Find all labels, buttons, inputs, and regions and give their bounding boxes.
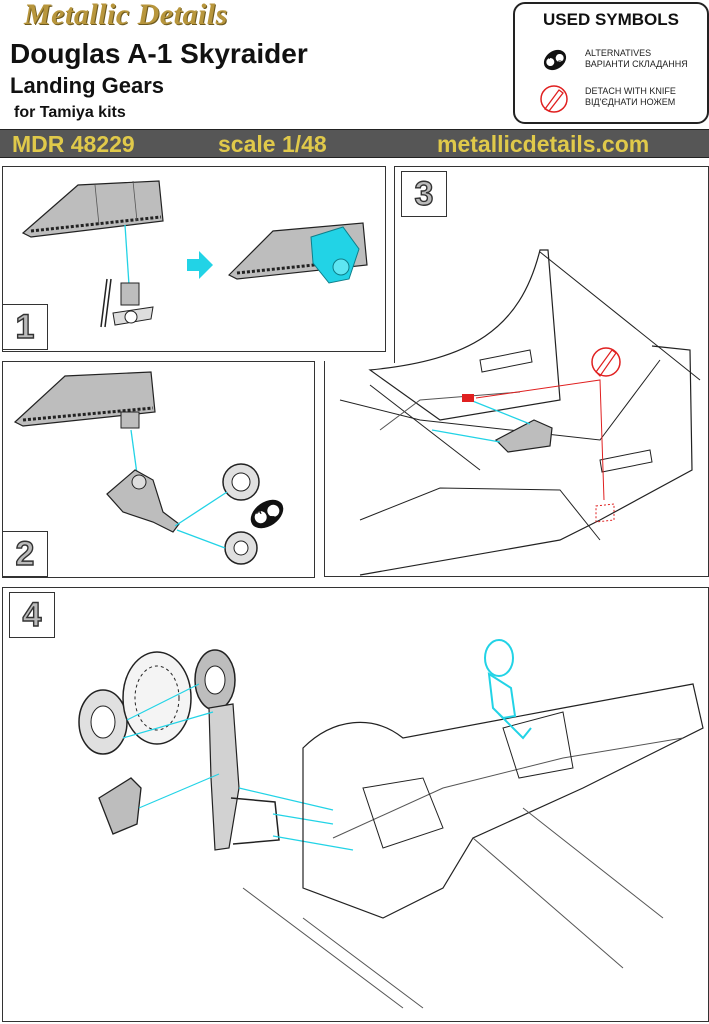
alt-a-mark: A <box>256 507 262 516</box>
alternatives-ab-icon: A B <box>543 49 567 71</box>
step-2-illustration: A B <box>13 371 284 565</box>
step-4-number: 4 <box>9 592 55 638</box>
step-3-panel <box>324 361 709 577</box>
step-2-panel: A B 2 <box>2 361 315 578</box>
step-1-illustration <box>21 180 368 328</box>
kit-note: for Tamiya kits <box>14 104 126 121</box>
alternatives-label: ALTERNATIVES <box>585 48 652 58</box>
step-1-panel: 1 <box>2 166 386 352</box>
product-scale: scale 1/48 <box>218 131 327 157</box>
website-link[interactable]: metallicdetails.com <box>437 131 650 157</box>
used-symbols-legend: USED SYMBOLS A B ALTERNATIVES ВАРІАНТИ С… <box>513 2 709 124</box>
step-1-number: 1 <box>2 304 48 350</box>
detach-label-ua: ВІД'ЄДНАТИ НОЖЕМ <box>585 97 676 107</box>
svg-text:A: A <box>546 55 551 61</box>
page-title: Douglas A-1 Skyraider <box>10 38 308 69</box>
symbol-row-alternatives: A B ALTERNATIVES ВАРІАНТИ СКЛАДАННЯ <box>537 46 703 86</box>
step-3-panel-top: 3 <box>394 166 709 363</box>
step-3-number: 3 <box>401 171 447 217</box>
page-subtitle: Landing Gears <box>10 73 165 98</box>
detach-label: DETACH WITH KNIFE <box>585 86 676 96</box>
detach-knife-icon <box>540 85 568 113</box>
symbol-row-detach: DETACH WITH KNIFE ВІД'ЄДНАТИ НОЖЕМ <box>537 84 703 124</box>
svg-text:B: B <box>558 61 563 67</box>
step-4-illustration <box>78 639 704 1009</box>
step-4-panel: 4 <box>2 587 709 1022</box>
alt-b-mark: B <box>270 515 276 524</box>
alternatives-label-ua: ВАРІАНТИ СКЛАДАННЯ <box>585 59 688 69</box>
product-banner: MDR 48229 scale 1/48 metallicdetails.com <box>0 129 709 158</box>
symbols-title: USED SYMBOLS <box>542 10 680 29</box>
step-2-number: 2 <box>2 531 48 577</box>
brand-logo: Metallic Details <box>24 0 228 31</box>
product-code: MDR 48229 <box>12 131 135 157</box>
